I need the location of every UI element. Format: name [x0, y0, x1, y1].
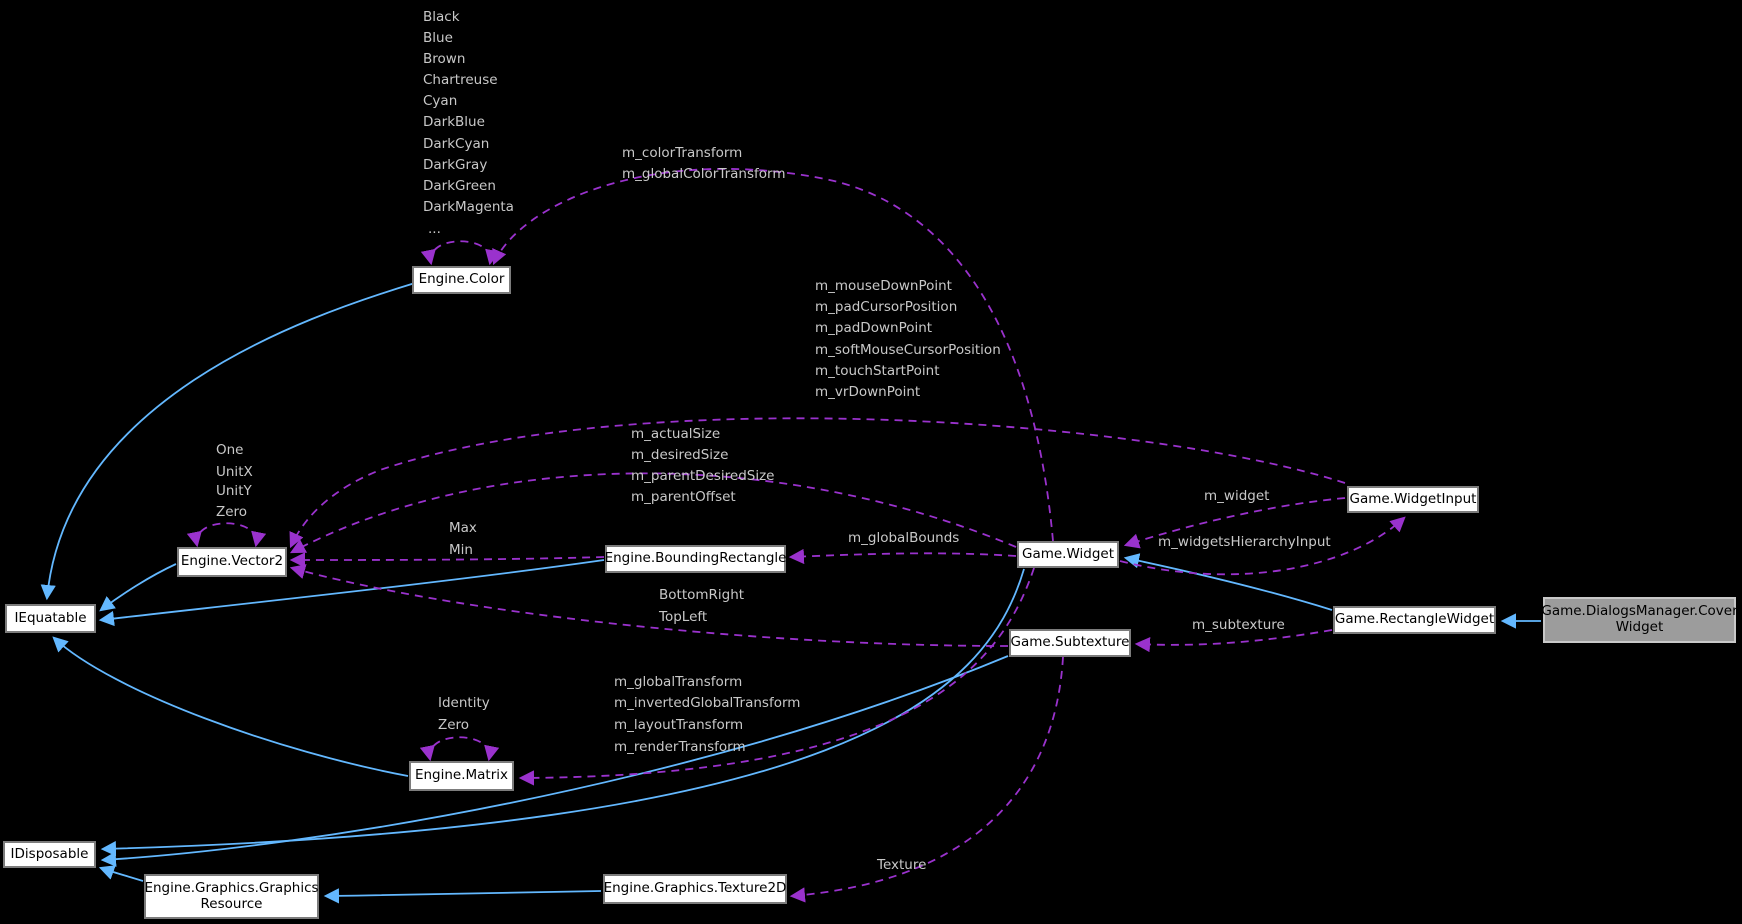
edge-label-color-transform: m_globalColorTransform	[622, 166, 786, 182]
edge-subtexture-to-idisposable	[100, 655, 1009, 867]
graphicsresource-label-line2: Resource	[200, 895, 263, 912]
edge-label-input-point: m_touchStartPoint	[815, 363, 940, 379]
edge-label-color-static: Cyan	[423, 93, 458, 109]
edge-rectanglewidget-to-widget	[1123, 553, 1333, 611]
edge-label-subtexture-ref: m_subtexture	[1192, 617, 1285, 633]
node-idisposable[interactable]: IDisposable	[3, 841, 96, 868]
node-game-dialogsmanager-coverwidget: Game.DialogsManager.Cover Widget	[1541, 597, 1738, 643]
edge-label-widget-ref: m_widget	[1204, 488, 1270, 504]
edge-label-widget-size: m_parentOffset	[631, 489, 736, 505]
coverwidget-label-line2: Widget	[1615, 619, 1664, 635]
edge-subtexture-to-vector2	[289, 564, 1009, 647]
usage-edges	[186, 167, 1406, 903]
node-game-widget[interactable]: Game.Widget	[1017, 541, 1119, 568]
edge-label-vector2-static: UnitX	[216, 464, 253, 480]
edge-label-input-point: m_vrDownPoint	[815, 384, 921, 400]
node-iequatable[interactable]: IEquatable	[5, 604, 96, 633]
edge-boundingrect-to-vector2	[289, 552, 605, 568]
edge-label-vector2-static: UnitY	[216, 483, 252, 499]
edge-label-color-static: Brown	[423, 51, 466, 67]
graphicsresource-label-line1: Engine.Graphics.Graphics	[144, 879, 319, 896]
edge-widgetinput-to-widget	[1123, 497, 1346, 549]
node-engine-graphics-graphicsresource[interactable]: Engine.Graphics.Graphics Resource	[144, 874, 319, 919]
edge-color-self-loop	[420, 240, 501, 266]
edge-label-input-point: m_softMouseCursorPosition	[815, 342, 1001, 358]
edge-label-subtexture-corner: BottomRight	[659, 587, 745, 603]
edge-label-input-point: m_padCursorPosition	[815, 299, 958, 315]
coverwidget-label-line1: Game.DialogsManager.Cover	[1541, 603, 1738, 620]
edge-vector2-to-iequatable	[99, 563, 177, 612]
node-engine-vector2[interactable]: Engine.Vector2	[177, 547, 287, 577]
edge-label-bounding-static: Max	[449, 520, 477, 536]
edge-label-color-static: Black	[423, 9, 460, 25]
edge-widget-to-idisposable	[100, 568, 1025, 857]
edge-label-widget-size: m_desiredSize	[631, 447, 729, 463]
edge-widget-to-color	[492, 167, 1054, 542]
edge-label-global-bounds: m_globalBounds	[848, 530, 960, 546]
edge-texture2d-to-graphicsresource	[323, 888, 602, 904]
edge-label-color-static: DarkMagenta	[423, 199, 514, 215]
edge-widget-to-matrix	[518, 567, 1035, 786]
edge-label-input-point: m_padDownPoint	[815, 320, 933, 336]
edge-label-input-point: m_mouseDownPoint	[815, 278, 952, 294]
edge-widgetinput-to-vector2	[289, 417, 1346, 549]
edge-label-color-static-ellipsis: ...	[428, 221, 441, 237]
edge-label-widgets-hierarchy-input: m_widgetsHierarchyInput	[1158, 534, 1331, 550]
edge-label-texture-ref: Texture	[877, 857, 927, 873]
edge-label-color-static: DarkGreen	[423, 178, 496, 194]
node-game-subtexture[interactable]: Game.Subtexture	[1009, 629, 1131, 657]
edge-label-color-static: Blue	[423, 30, 453, 46]
edge-label-matrix-static: Identity	[438, 695, 490, 711]
edge-label-widget-transform: m_globalTransform	[614, 674, 743, 690]
edge-vector2-self-loop	[186, 522, 267, 548]
edge-widget-to-widgetinput	[1119, 516, 1406, 576]
edge-label-color-static: DarkGray	[423, 157, 488, 173]
edge-label-vector2-static: Zero	[216, 504, 248, 520]
edge-label-widget-transform: m_invertedGlobalTransform	[614, 695, 801, 711]
edge-label-widget-transform: m_renderTransform	[614, 739, 746, 755]
edge-label-matrix-static: Zero	[438, 717, 470, 733]
inheritance-edges	[40, 282, 1541, 904]
edge-label-bounding-static: Min	[449, 542, 473, 558]
node-game-widgetinput[interactable]: Game.WidgetInput	[1347, 486, 1479, 513]
edge-label-color-static: Chartreuse	[423, 72, 498, 88]
edge-label-subtexture-corner: TopLeft	[659, 609, 708, 625]
edge-label-color-transform: m_colorTransform	[622, 145, 743, 161]
node-engine-graphics-texture2d[interactable]: Engine.Graphics.Texture2D	[603, 874, 787, 904]
edge-label-color-static: DarkBlue	[423, 114, 485, 130]
edge-color-to-iequatable	[40, 282, 416, 601]
node-game-rectanglewidget[interactable]: Game.RectangleWidget	[1333, 606, 1496, 634]
edge-graphicsresource-to-idisposable	[98, 865, 144, 882]
edge-widget-to-boundingrect	[788, 548, 1017, 565]
edge-label-vector2-static: One	[216, 442, 244, 458]
edge-widget-to-vector2	[289, 472, 1017, 554]
edge-matrix-to-iequatable	[52, 636, 409, 777]
edge-label-color-static: DarkCyan	[423, 136, 490, 152]
node-engine-color[interactable]: Engine.Color	[412, 266, 511, 294]
node-engine-boundingrectangle[interactable]: Engine.BoundingRectangle	[605, 545, 786, 573]
edge-label-widget-transform: m_layoutTransform	[614, 717, 744, 733]
edge-subtexture-to-texture2d	[789, 656, 1064, 903]
edge-matrix-self-loop	[419, 736, 500, 762]
edge-label-widget-size: m_actualSize	[631, 426, 721, 442]
node-engine-matrix[interactable]: Engine.Matrix	[409, 761, 514, 791]
edge-rectanglewidget-to-subtexture	[1134, 629, 1333, 653]
edge-boundingrect-to-iequatable	[98, 559, 605, 627]
edge-label-widget-size: m_parentDesiredSize	[631, 468, 775, 484]
